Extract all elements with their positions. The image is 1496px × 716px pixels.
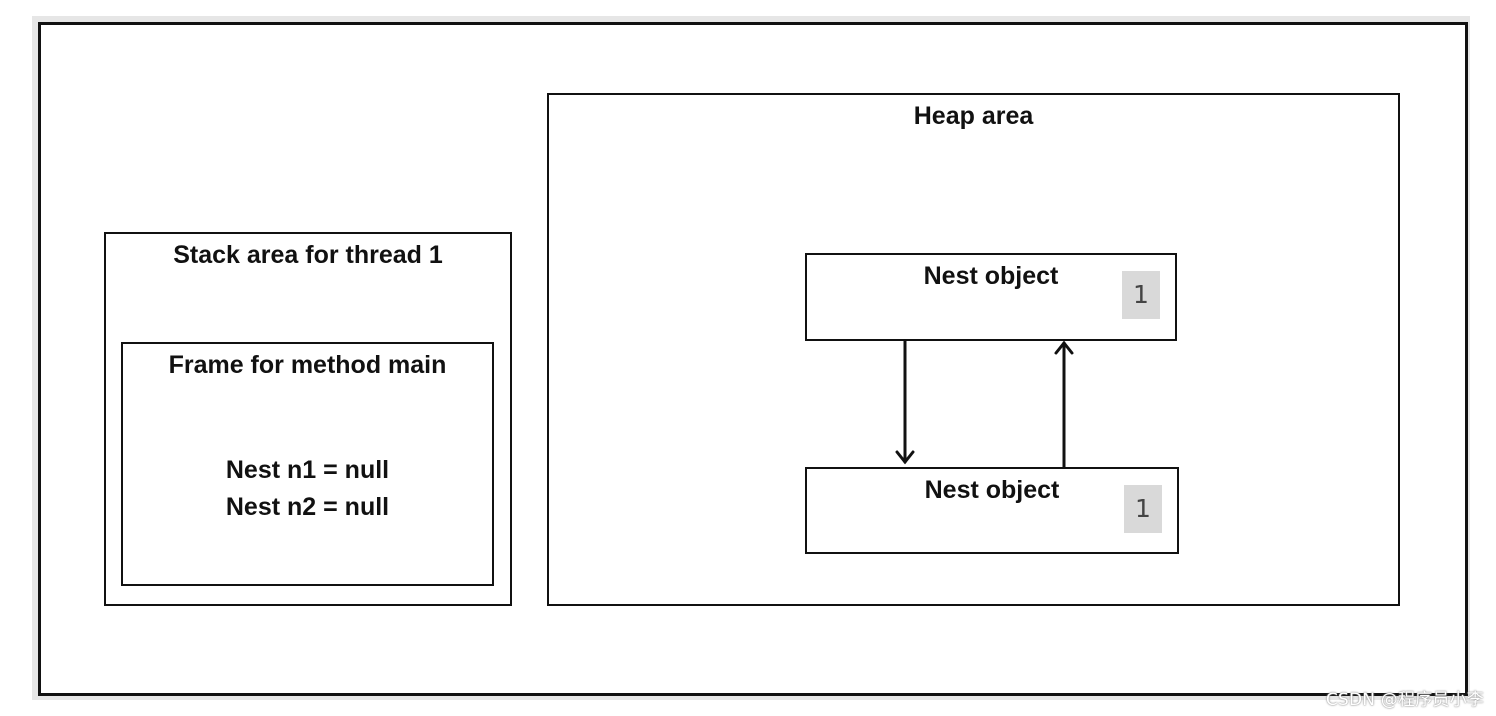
nest-object-label: Nest object xyxy=(924,476,1060,504)
stack-area-title: Stack area for thread 1 xyxy=(173,241,443,269)
watermark: CSDN @程序员小李 xyxy=(1325,690,1484,710)
method-frame-title: Frame for method main xyxy=(168,351,447,379)
reference-count-badge: 1 xyxy=(1122,271,1160,319)
nest-object-bottom: Nest object 1 xyxy=(805,467,1179,554)
variable-n1: Nest n1 = null xyxy=(225,456,390,484)
nest-object-top: Nest object 1 xyxy=(805,253,1177,341)
variable-n2: Nest n2 = null xyxy=(225,493,390,521)
heap-area-title: Heap area xyxy=(913,102,1034,130)
nest-object-label: Nest object xyxy=(923,262,1059,290)
reference-count-badge: 1 xyxy=(1124,485,1162,533)
method-frame-box: Frame for method main Nest n1 = null Nes… xyxy=(121,342,494,586)
variable-list: Nest n1 = null Nest n2 = null xyxy=(123,452,492,526)
